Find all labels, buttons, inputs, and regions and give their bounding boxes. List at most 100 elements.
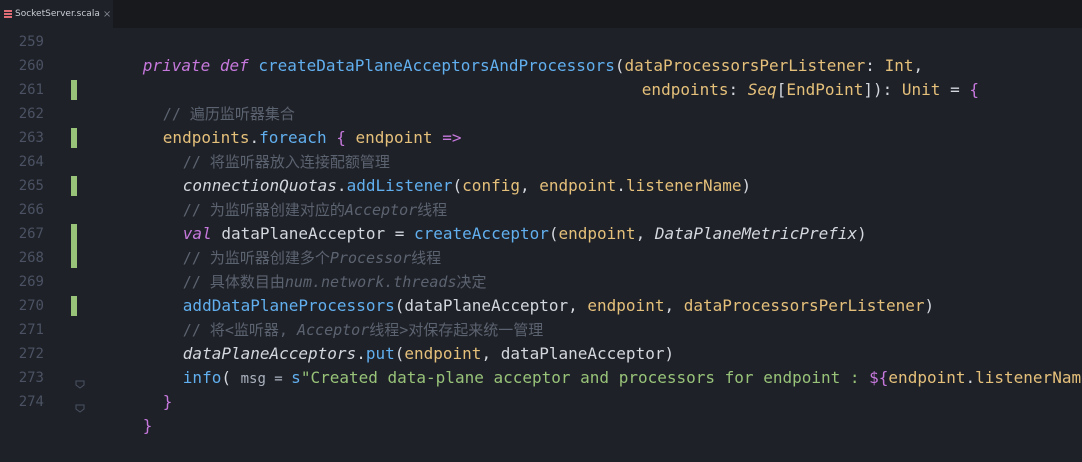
type: EndPoint [786,80,864,99]
comma: , [519,176,540,195]
comment: // 具体数目由 [182,273,285,291]
line-number: 268 [18,250,44,266]
comma: , [635,224,655,243]
method: put [365,344,395,363]
line-number: 263 [18,130,44,146]
comma: , [481,344,501,363]
code-line: // 具体数目由num.network.threads决定 [125,246,487,291]
colon: : [728,80,748,99]
tab-label: SocketServer.scala [15,9,100,19]
bracket: [ [776,80,787,99]
code-line: dataPlaneAcceptors.put(endpoint, dataPla… [125,318,674,363]
gutter: 259 260 261 262 263 264 265 266 267 268 … [0,28,90,415]
code-line: // 为监听器创建对应的Acceptor线程 [125,174,447,219]
keyword: val [182,224,212,243]
line-number: 259 [18,34,44,50]
argument: endpoint [404,344,482,363]
code-line: endpoints.foreach { endpoint => [105,102,462,147]
paren: ( [452,176,463,195]
vcs-added-marker[interactable] [71,80,77,100]
comment: num.network.threads [284,273,457,291]
dot: . [616,176,626,195]
code-line: val dataPlaneAcceptor = createAcceptor(e… [125,198,867,243]
line-number: 270 [18,298,44,314]
keyword: private def [142,56,249,75]
comment: 线程 [417,201,448,219]
argument: endpoint [558,224,636,243]
argument: listenerName [975,368,1082,387]
lambda-param: endpoint [345,128,443,147]
brace: { [336,128,346,147]
comment: Acceptor [344,201,418,219]
line-number: 265 [18,178,44,194]
paren: ( [614,56,625,75]
string-literal: "Created data-plane acceptor and process… [300,368,870,387]
brace: } [142,416,153,435]
paren: ) [664,344,675,363]
brace: } [162,392,173,411]
tab-socketserver-scala[interactable]: SocketServer.scala × [0,0,113,28]
code-line: private def createDataPlaneAcceptorsAndP… [85,30,923,75]
code-line: // 将<监听器, Acceptor线程>对保存起来统一管理 [125,294,543,339]
method: addListener [346,176,453,195]
function-name: createDataPlaneAcceptorsAndProcessors [258,56,615,75]
fold-icon[interactable] [75,403,85,413]
arrow: => [442,128,462,147]
code-line: // 遍历监听器集合 [105,78,295,123]
dot: . [356,344,366,363]
string-interpolator: s [291,368,301,387]
code-area[interactable]: private def createDataPlaneAcceptorsAndP… [0,28,1082,435]
line-number: 272 [18,346,44,362]
vcs-added-marker[interactable] [71,224,77,268]
line-number: 264 [18,154,44,170]
comment: // 将<监听器, [182,321,297,339]
parameter-hint: msg = [240,371,292,387]
fold-icon[interactable] [75,379,85,389]
code-line: // 将监听器放入连接配额管理 [125,126,390,171]
line-number: 269 [18,274,44,290]
comment: 决定 [456,273,487,291]
equals: = [940,80,970,99]
vcs-added-marker[interactable] [71,128,77,148]
code-line: endpoints: Seq[EndPoint]): Unit = { [584,54,979,99]
interpolation: ${ [869,368,889,387]
line-number: 266 [18,202,44,218]
dot: . [249,128,260,147]
comment: // 遍历监听器集合 [162,105,295,123]
paren: ( [221,368,241,387]
paren: ( [394,344,405,363]
close-icon[interactable]: × [102,8,112,20]
comment: 线程 [411,249,442,267]
line-number: 274 [18,394,44,410]
argument: config [462,176,520,195]
argument: dataPlaneAcceptor [500,344,665,363]
vcs-added-marker[interactable] [71,176,77,196]
identifier: dataPlaneAcceptor = [211,224,414,243]
colon: : [865,56,885,75]
comment: 线程>对保存起来统一管理 [369,321,544,339]
scala-file-icon [4,10,12,18]
comma: , [664,296,684,315]
bracket: ]) [863,80,883,99]
paren: ( [394,296,405,315]
tab-bar: SocketServer.scala × [0,0,1082,28]
argument: DataPlaneMetricPrefix [654,224,858,243]
line-number: 262 [18,106,44,122]
argument: endpoint [539,176,617,195]
parameter: endpoints [641,80,729,99]
brace: { [969,80,979,99]
vcs-added-marker[interactable] [71,296,77,316]
paren: ) [857,224,867,243]
comment: // 将监听器放入连接配额管理 [182,153,390,171]
line-number: 267 [18,226,44,242]
argument: endpoint [587,296,665,315]
line-number: 271 [18,322,44,338]
comment: Processor [329,249,412,267]
argument: endpoint [888,368,966,387]
code-editor[interactable]: 259 260 261 262 263 264 265 266 267 268 … [0,28,1082,435]
method: foreach [259,128,327,147]
paren: ) [741,176,752,195]
dot: . [965,368,976,387]
paren: ( [548,224,559,243]
parameter: dataProcessorsPerListener [624,56,866,75]
